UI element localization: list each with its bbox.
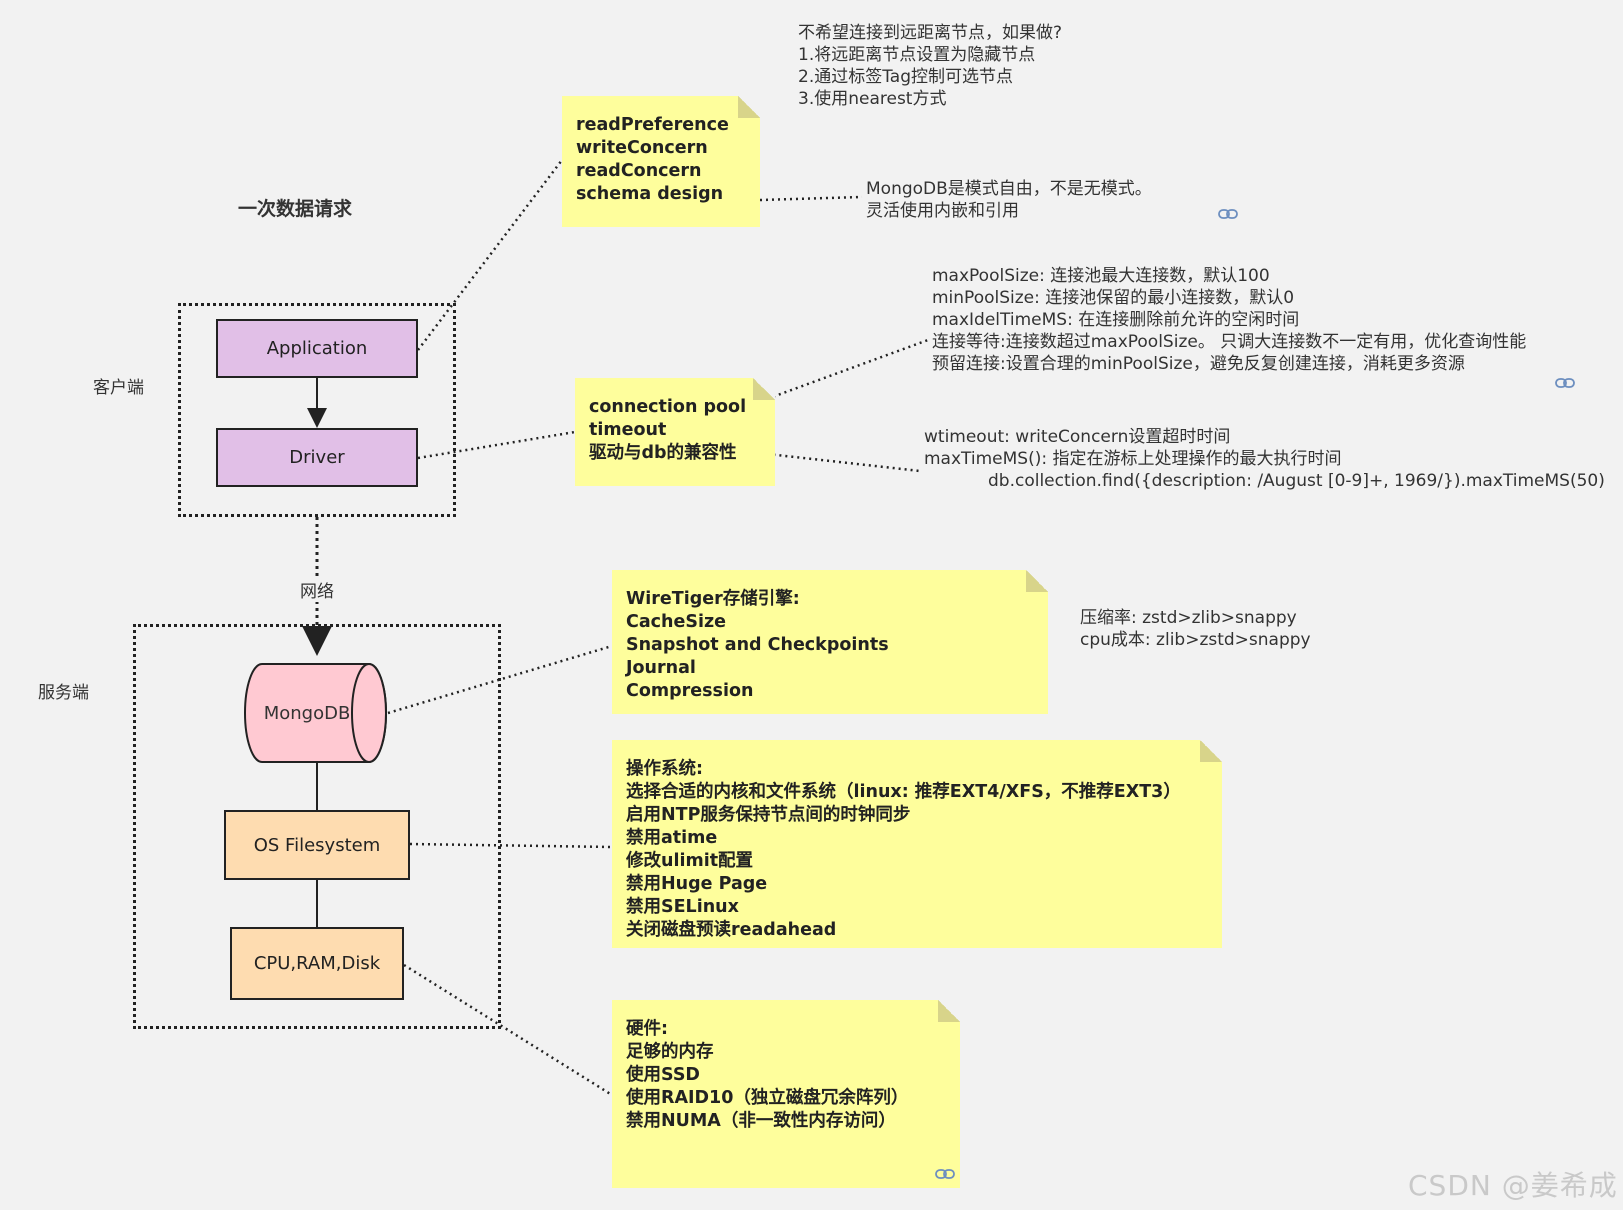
note-line: timeout — [589, 420, 667, 440]
note-line: 操作系统: — [626, 759, 703, 779]
note-line: schema design — [576, 184, 724, 204]
note-line: 选择合适的内核和文件系统（linux: 推荐EXT4/XFS，不推荐EXT3） — [626, 782, 1181, 802]
os-filesystem-node-label: OS Filesystem — [253, 834, 381, 856]
note-line: WireTiger存储引擎: — [626, 589, 800, 609]
note-line: 关闭磁盘预读readahead — [626, 920, 837, 940]
mongodb-node-label: MongoDB — [263, 702, 351, 724]
note-line: writeConcern — [576, 138, 708, 158]
diagram-title: 一次数据请求 — [238, 198, 353, 220]
annotation-line: cpu成本: zlib>zstd>snappy — [1080, 630, 1311, 650]
network-label: 网络 — [298, 577, 336, 602]
hardware-node-label: CPU,RAM,Disk — [253, 953, 381, 974]
note-line: 禁用atime — [626, 828, 718, 848]
note-line: Compression — [626, 681, 754, 701]
link-schema — [759, 195, 863, 202]
note-line: 使用SSD — [626, 1065, 700, 1085]
timeout-annotation: wtimeout: writeConcern设置超时时间 maxTimeMS()… — [924, 426, 1605, 492]
note-fold — [753, 378, 775, 400]
server-zone — [133, 624, 501, 1029]
annotation-line: 灵活使用内嵌和引用 — [866, 201, 1019, 221]
read-preference-annotation: 不希望连接到远距离节点，如果做? 1.将远距离节点设置为隐藏节点 2.通过标签T… — [798, 22, 1062, 110]
annotation-line: maxPoolSize: 连接池最大连接数，默认100 — [932, 266, 1270, 286]
note-line: CacheSize — [626, 612, 727, 632]
annotation-line: 预留连接:设置合理的minPoolSize，避免反复创建连接，消耗更多资源 — [932, 354, 1465, 374]
link-icon[interactable] — [935, 1168, 955, 1180]
note-line: readConcern — [576, 161, 702, 181]
link-os — [409, 842, 613, 849]
note-line: 驱动与db的兼容性 — [589, 443, 737, 463]
connection-pool-annotation: maxPoolSize: 连接池最大连接数，默认100 minPoolSize:… — [932, 265, 1526, 375]
annotation-line: MongoDB是模式自由，不是无模式。 — [866, 179, 1152, 199]
note-line: 启用NTP服务保持节点间的时钟同步 — [626, 805, 911, 825]
annotation-line: 1.将远距离节点设置为隐藏节点 — [798, 45, 1036, 65]
annotation-line: 连接等待:连接数超过maxPoolSize。 只调大连接数不一定有用，优化查询性… — [932, 332, 1527, 352]
link-icon[interactable] — [1218, 208, 1238, 220]
note-line: 修改ulimit配置 — [626, 851, 754, 871]
wiretiger-note: WireTiger存储引擎: CacheSize Snapshot and Ch… — [612, 570, 1048, 714]
driver-node-label: Driver — [289, 447, 345, 468]
annotation-line: 3.使用nearest方式 — [798, 89, 947, 109]
note-line: 禁用SELinux — [626, 897, 739, 917]
schema-annotation: MongoDB是模式自由，不是无模式。 灵活使用内嵌和引用 — [866, 178, 1152, 222]
app-settings-note: readPreference writeConcern readConcern … — [562, 96, 760, 227]
note-line: 禁用NUMA（非一致性内存访问） — [626, 1111, 896, 1131]
application-node[interactable]: Application — [216, 319, 418, 378]
mongodb-node[interactable]: MongoDB — [245, 664, 369, 762]
annotation-line: 2.通过标签Tag控制可选节点 — [798, 67, 1013, 87]
watermark: CSDN @姜希成 — [1408, 1169, 1618, 1202]
link-driver-note — [417, 430, 576, 460]
link-timeout — [677, 442, 921, 473]
note-line: 硬件: — [626, 1019, 668, 1039]
annotation-line: minPoolSize: 连接池保留的最小连接数，默认0 — [932, 288, 1295, 308]
link-icon[interactable] — [1555, 377, 1575, 389]
note-fold — [1026, 570, 1048, 592]
annotation-line: 压缩率: zstd>zlib>snappy — [1080, 608, 1297, 628]
note-fold — [938, 1000, 960, 1022]
timeout-example-code: db.collection.find({description: /August… — [988, 471, 1605, 491]
compression-annotation: 压缩率: zstd>zlib>snappy cpu成本: zlib>zstd>s… — [1080, 607, 1311, 651]
note-line: connection pool — [589, 397, 747, 417]
note-line: Journal — [626, 658, 696, 678]
client-label: 客户端 — [93, 378, 144, 398]
os-note: 操作系统: 选择合适的内核和文件系统（linux: 推荐EXT4/XFS，不推荐… — [612, 740, 1222, 948]
server-label: 服务端 — [38, 683, 89, 703]
annotation-line: 不希望连接到远距离节点，如果做? — [798, 23, 1063, 43]
mongodb-cylinder — [244, 663, 387, 763]
link-app-note — [417, 159, 563, 351]
note-line: readPreference — [576, 115, 729, 135]
link-hw — [403, 963, 613, 1097]
client-zone — [178, 303, 456, 517]
os-filesystem-node[interactable]: OS Filesystem — [224, 810, 410, 880]
hardware-node[interactable]: CPU,RAM,Disk — [230, 927, 404, 1000]
annotation-line: maxIdelTimeMS: 在连接删除前允许的空闲时间 — [932, 310, 1300, 330]
note-line: 禁用Huge Page — [626, 874, 768, 894]
application-node-label: Application — [266, 338, 368, 359]
note-fold — [1200, 740, 1222, 762]
hardware-note: 硬件: 足够的内存 使用SSD 使用RAID10（独立磁盘冗余阵列） 禁用NUM… — [612, 1000, 960, 1188]
annotation-line: maxTimeMS(): 指定在游标上处理操作的最大执行时间 — [924, 449, 1342, 469]
note-line: 足够的内存 — [626, 1042, 714, 1062]
driver-settings-note: connection pool timeout 驱动与db的兼容性 — [575, 378, 775, 486]
note-line: 使用RAID10（独立磁盘冗余阵列） — [626, 1088, 909, 1108]
annotation-line: wtimeout: writeConcern设置超时时间 — [924, 427, 1231, 447]
link-pool — [744, 338, 929, 409]
driver-node[interactable]: Driver — [216, 428, 418, 487]
note-fold — [738, 96, 760, 118]
note-line: Snapshot and Checkpoints — [626, 635, 889, 655]
